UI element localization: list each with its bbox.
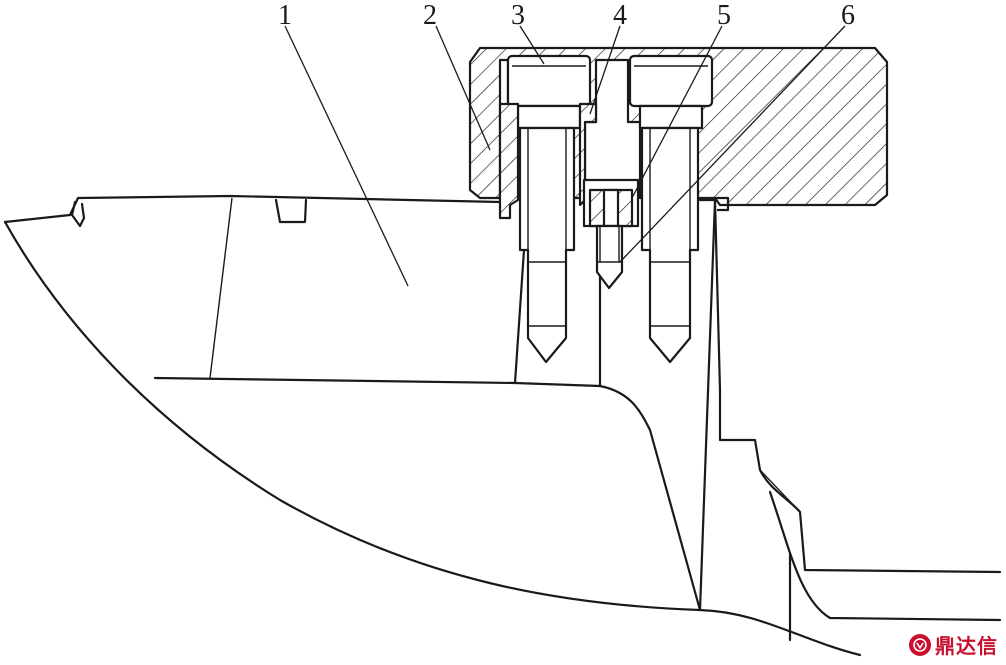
leader-5: [631, 25, 723, 199]
part-3-left-screw: [506, 54, 592, 364]
leader-1: [284, 25, 409, 287]
part-1-workpiece: [3, 194, 862, 657]
lower-right-body: [698, 198, 1002, 642]
watermark-text: 鼎达信: [935, 634, 998, 658]
watermark: 鼎达信: [909, 630, 998, 659]
leader-lines: [284, 25, 846, 287]
label-6: 6: [841, 0, 855, 31]
small-step-detail: [713, 196, 730, 212]
label-5: 5: [717, 0, 731, 31]
leader-2: [435, 25, 491, 151]
leader-6: [619, 25, 846, 263]
leader-3: [519, 25, 545, 65]
leader-4: [589, 25, 621, 115]
label-2: 2: [423, 0, 437, 31]
label-3: 3: [511, 0, 525, 31]
watermark-logo-icon: [909, 633, 931, 656]
part-6-locating-pin: [595, 224, 624, 290]
right-screw: [628, 54, 714, 364]
label-4: 4: [613, 0, 627, 31]
label-1: 1: [278, 0, 292, 31]
part-5-pin-holder: [582, 178, 640, 228]
